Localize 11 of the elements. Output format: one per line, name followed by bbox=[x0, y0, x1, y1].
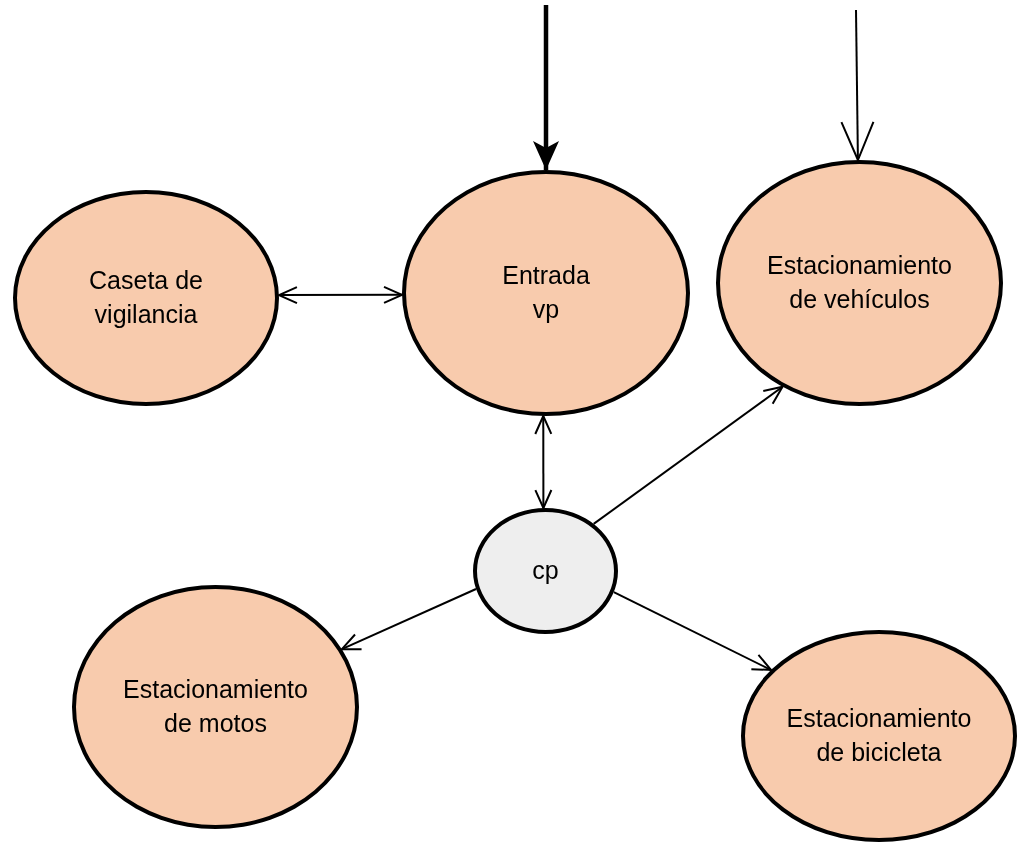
node-label: Caseta de vigilancia bbox=[88, 265, 204, 330]
arrow bbox=[612, 591, 773, 671]
node-label: Entrada vp bbox=[501, 260, 591, 325]
node-label: cp bbox=[532, 555, 559, 587]
node-label: Estacionamiento de motos bbox=[122, 674, 309, 739]
node-label: Estacionamiento de vehículos bbox=[766, 250, 953, 315]
node-label: Estacionamiento de bicicleta bbox=[785, 703, 973, 768]
arrow bbox=[840, 9, 875, 161]
arrow bbox=[277, 285, 403, 305]
arrow bbox=[533, 5, 559, 170]
arrow bbox=[534, 415, 553, 510]
